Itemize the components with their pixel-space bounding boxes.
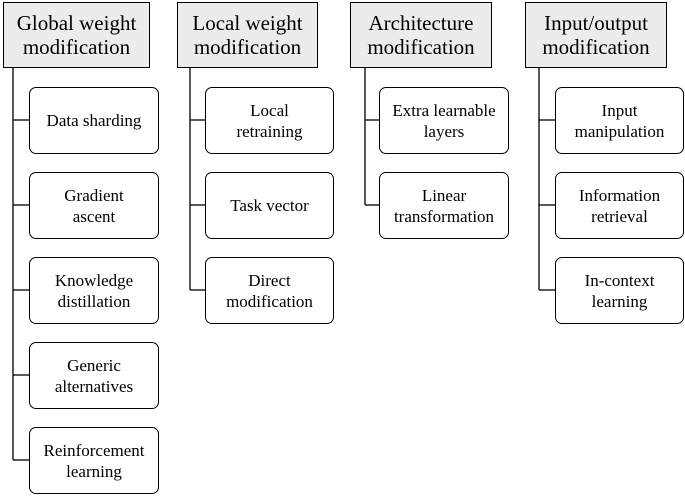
header-architecture-modification: Architecture modification bbox=[350, 2, 492, 68]
item-local-retraining: Local retraining bbox=[205, 87, 334, 154]
item-extra-learnable-layers: Extra learnable layers bbox=[379, 87, 509, 154]
item-reinforcement-learning: Reinforcement learning bbox=[29, 427, 159, 494]
item-task-vector: Task vector bbox=[205, 172, 334, 239]
item-in-context-learning: In-context learning bbox=[555, 257, 684, 324]
header-local-weight-modification: Local weight modification bbox=[177, 2, 318, 68]
header-input-output-modification: Input/output modification bbox=[525, 2, 667, 68]
item-knowledge-distillation: Knowledge distillation bbox=[29, 257, 159, 324]
item-generic-alternatives: Generic alternatives bbox=[29, 342, 159, 409]
item-data-sharding: Data sharding bbox=[29, 87, 159, 154]
item-gradient-ascent: Gradient ascent bbox=[29, 172, 159, 239]
item-information-retrieval: Information retrieval bbox=[555, 172, 684, 239]
item-linear-transformation: Linear transformation bbox=[379, 172, 509, 239]
item-input-manipulation: Input manipulation bbox=[555, 87, 684, 154]
item-direct-modification: Direct modification bbox=[205, 257, 334, 324]
header-global-weight-modification: Global weight modification bbox=[3, 2, 150, 68]
